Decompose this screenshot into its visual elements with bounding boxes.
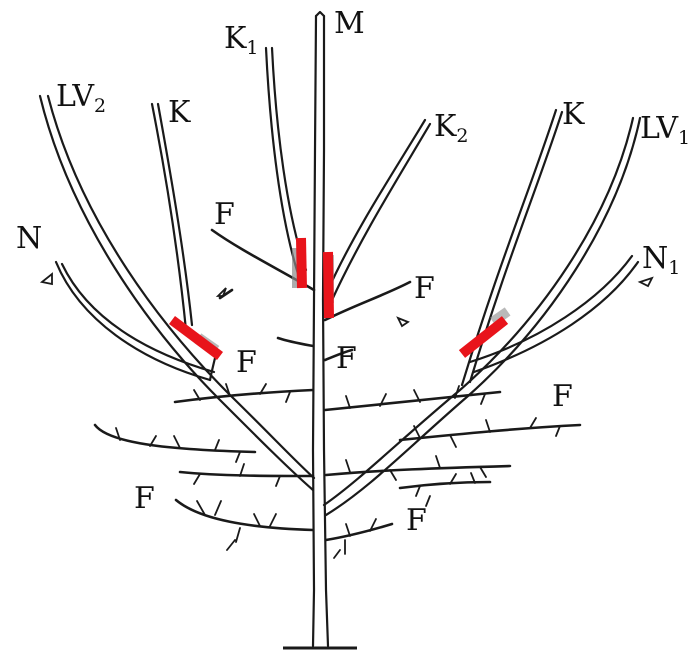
label-K-left: K [168,95,191,130]
wound-shading [194,248,511,356]
label-LV2: LV2 [56,79,106,117]
label-F: F [406,503,427,538]
cut-mark-left-k [169,316,223,360]
label-M: M [334,6,365,41]
label-K2: K2 [434,109,469,147]
label-K1: K1 [224,21,259,59]
label-F: F [552,379,573,414]
label-K-right: K [562,97,585,132]
label-F: F [336,341,357,376]
labels: M K1 K2 LV2 K K LV1 N N1 F F F F F F F [16,6,690,538]
branch-LV2 [38,94,316,492]
cut-marks [169,237,509,360]
central-leader-M [311,10,330,648]
pointer-arrows [39,272,654,328]
cut-mark-right-k [458,316,509,358]
label-F: F [134,481,155,516]
cut-mark-k1 [296,237,307,289]
label-N: N [16,221,42,256]
label-F: F [414,271,435,306]
branch-K2 [326,118,432,302]
branch-N1 [468,254,640,374]
label-N1: N1 [642,241,680,279]
label-F: F [214,197,235,232]
label-LV1: LV1 [640,111,690,149]
label-F: F [236,345,257,380]
fruiting-branches-upper [210,228,412,362]
fruit-spurs [115,383,561,559]
branch-K-left [150,102,194,332]
branch-LV1 [322,116,642,517]
fruiting-branches-lower [93,388,582,542]
cut-mark-leader [323,251,334,319]
